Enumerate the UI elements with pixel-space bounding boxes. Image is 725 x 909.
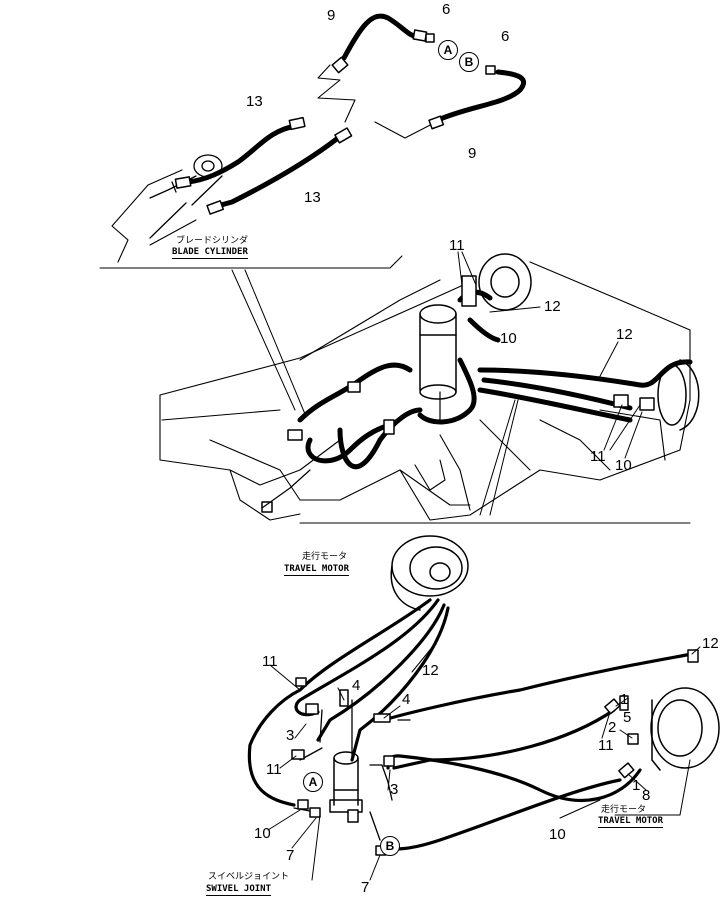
- bottom-leaders: [267, 639, 701, 881]
- view-leaders: [231, 269, 691, 524]
- top-view-frame: [99, 64, 441, 269]
- blade-cylinder-label-jp: ブレードシリンダ: [176, 236, 249, 246]
- part-number-3: 3: [286, 727, 295, 744]
- port-a-marker: A: [303, 772, 323, 792]
- port-b-marker: B: [459, 52, 479, 72]
- part-number-10: 10: [549, 826, 566, 843]
- middle-thin-lines: [261, 391, 441, 509]
- part-number-3: 3: [390, 781, 399, 798]
- middle-swivel-joint: [419, 304, 457, 400]
- part-number-11: 11: [449, 237, 465, 254]
- blade-cylinder-label-en: BLADE CYLINDER: [172, 247, 248, 259]
- part-number-1: 1: [632, 777, 641, 794]
- part-number-6: 6: [442, 1, 451, 18]
- part-number-12: 12: [616, 326, 633, 343]
- part-number-11: 11: [266, 761, 282, 778]
- machine-frame-outline: [159, 261, 691, 521]
- port-b-marker: B: [380, 836, 400, 856]
- part-number-13: 13: [304, 189, 321, 206]
- part-number-4: 4: [352, 677, 361, 694]
- middle-fittings: [261, 275, 655, 513]
- part-number-12: 12: [422, 662, 439, 679]
- part-number-10: 10: [254, 825, 271, 842]
- part-number-5: 5: [623, 709, 632, 726]
- part-number-6: 6: [501, 28, 510, 45]
- travel-motor-label-en: TRAVEL MOTOR: [598, 816, 664, 828]
- bottom-swivel-joint: [329, 751, 363, 813]
- part-number-7: 7: [361, 879, 370, 896]
- travel-motor-label-jp: 走行モータ: [601, 805, 647, 815]
- part-number-11: 11: [590, 448, 606, 465]
- top-fittings: [174, 29, 496, 215]
- bottom-fittings: [291, 649, 699, 856]
- middle-hoses: [297, 289, 693, 470]
- bottom-travel-motor-right: [650, 687, 720, 771]
- port-a-marker: A: [438, 40, 458, 60]
- part-number-9: 9: [468, 145, 477, 162]
- swivel-joint-label-en: SWIVEL JOINT: [206, 884, 272, 896]
- travel-motor-label-jp: 走行モータ: [302, 552, 348, 562]
- part-number-11: 11: [598, 737, 614, 754]
- part-number-13: 13: [246, 93, 263, 110]
- part-number-10: 10: [615, 457, 632, 474]
- top-hoses: [185, 13, 527, 211]
- part-number-12: 12: [702, 635, 719, 652]
- part-number-11: 11: [262, 653, 278, 670]
- travel-motor-label-en: TRAVEL MOTOR: [284, 564, 350, 576]
- middle-leaders: [457, 251, 643, 459]
- part-number-9: 9: [327, 7, 336, 24]
- part-number-8: 8: [642, 787, 651, 804]
- swivel-joint-label-jp: スイベルジョイント: [208, 872, 290, 882]
- part-number-4: 4: [402, 691, 411, 708]
- part-number-2: 2: [608, 719, 617, 736]
- part-number-1: 1: [620, 691, 629, 708]
- part-number-10: 10: [500, 330, 517, 347]
- part-number-7: 7: [286, 847, 295, 864]
- part-number-12: 12: [544, 298, 561, 315]
- bottom-travel-motor-upper: [390, 535, 469, 611]
- bottom-hoses: [247, 598, 694, 851]
